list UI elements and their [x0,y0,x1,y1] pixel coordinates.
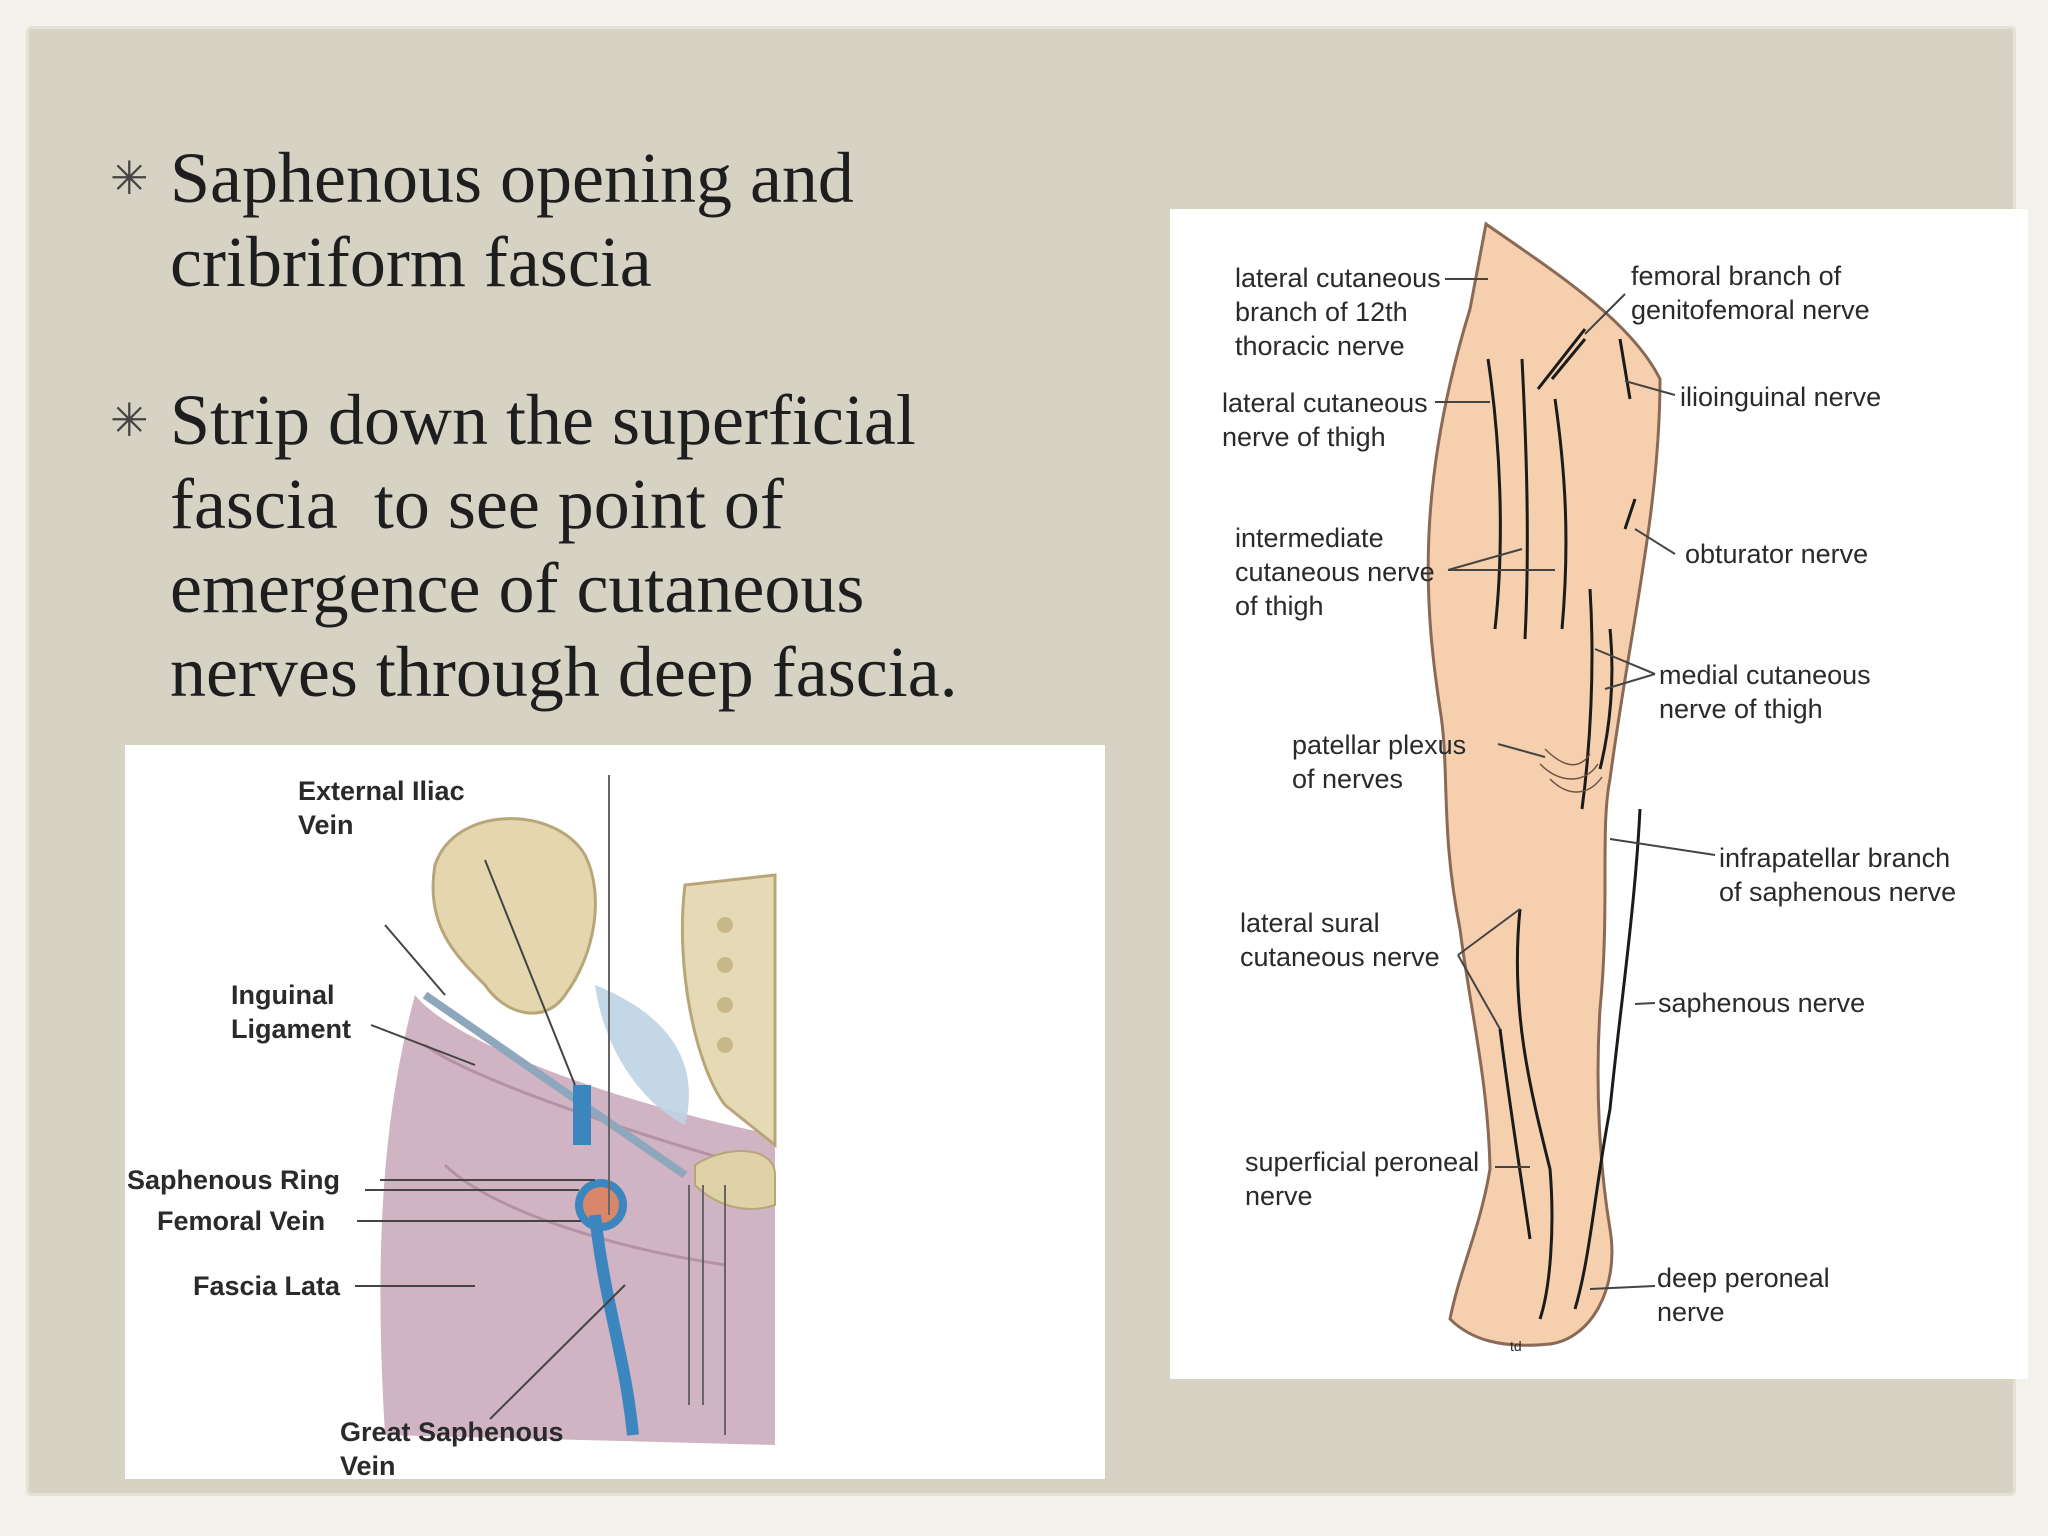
bullet-line: emergence of cutaneous [170,548,865,628]
label-intermediate: intermediate [1235,523,1384,553]
label-superficial-peroneal: superficial peroneal [1245,1147,1479,1177]
label-lat-cut-thigh-2: nerve of thigh [1222,422,1386,452]
bullet-line: cribriform fascia [170,222,652,302]
label-medial-cut: medial cutaneous [1659,660,1871,690]
label-saphenous: saphenous nerve [1658,988,1865,1018]
label-great-saphenous-vein-2: Vein [340,1451,396,1479]
label-intermediate-3: of thigh [1235,591,1324,621]
leg-nerves-figure: lateral cutaneous branch of 12th thoraci… [1170,209,2028,1379]
label-inguinal-ligament-2: Ligament [231,1014,351,1044]
bullet-star-icon: ✳ [110,151,149,205]
pelvis-illustration: External Iliac Vein Inguinal Ligament Sa… [127,775,777,1479]
label-external-iliac-vein: External Iliac [298,776,465,806]
artist-mark: td [1510,1338,1522,1354]
label-obturator: obturator nerve [1685,539,1868,569]
label-infrapatellar: infrapatellar branch [1719,843,1950,873]
label-great-saphenous-vein: Great Saphenous [340,1417,564,1447]
bullet-line: fascia to see point of [170,464,784,544]
label-deep-peroneal-2: nerve [1657,1297,1725,1327]
label-patellar-plexus: patellar plexus [1292,730,1466,760]
label-saphenous-ring: Saphenous Ring [127,1165,340,1195]
label-lat-cut-12th-3: thoracic nerve [1235,331,1405,361]
label-superficial-peroneal-2: nerve [1245,1181,1313,1211]
bullet-star-icon: ✳ [110,393,149,447]
label-ilioinguinal: ilioinguinal nerve [1680,382,1881,412]
bullet-line: Saphenous opening and [170,138,854,218]
label-lat-cut-12th-2: branch of 12th [1235,297,1408,327]
label-femoral-branch-2: genitofemoral nerve [1631,295,1870,325]
bullet-line: nerves through deep fascia. [170,632,958,712]
bullet-line: Strip down the superficial [170,380,916,460]
label-lateral-sural-2: cutaneous nerve [1240,942,1440,972]
label-infrapatellar-2: of saphenous nerve [1719,877,1956,907]
slide: ✳ Saphenous opening and cribriform fasci… [26,26,2028,1496]
label-inguinal-ligament: Inguinal [231,980,335,1010]
label-patellar-plexus-2: of nerves [1292,764,1403,794]
label-medial-cut-2: nerve of thigh [1659,694,1823,724]
pelvis-figure: External Iliac Vein Inguinal Ligament Sa… [125,745,1105,1479]
label-lateral-sural: lateral sural [1240,908,1380,938]
label-intermediate-2: cutaneous nerve [1235,557,1435,587]
leg-illustration: lateral cutaneous branch of 12th thoraci… [1222,221,1956,1354]
label-femoral-vein: Femoral Vein [157,1206,325,1236]
label-deep-peroneal: deep peroneal [1657,1263,1830,1293]
label-femoral-branch: femoral branch of [1631,261,1842,291]
label-lat-cut-thigh: lateral cutaneous [1222,388,1428,418]
label-lat-cut-12th: lateral cutaneous [1235,263,1441,293]
label-fascia-lata: Fascia Lata [193,1271,341,1301]
label-external-iliac-vein-2: Vein [298,810,354,840]
